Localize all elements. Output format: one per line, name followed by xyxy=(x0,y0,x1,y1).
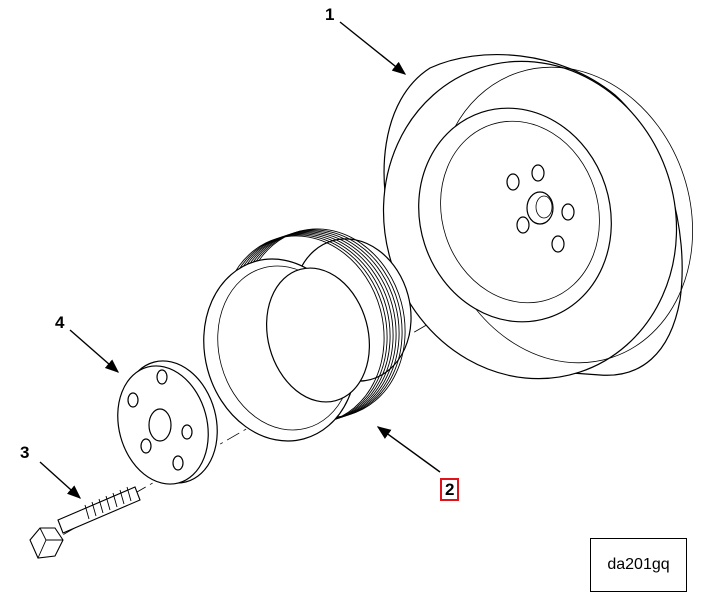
bolt-part xyxy=(29,486,141,559)
washer-part xyxy=(117,360,218,485)
callout-label-1: 1 xyxy=(325,5,335,24)
reference-code-text: da201gq xyxy=(607,556,670,573)
callout-label-4: 4 xyxy=(55,313,65,332)
reference-code-box: da201gq xyxy=(590,538,687,592)
pulley-part xyxy=(203,228,412,442)
callout-label-2: 2 xyxy=(440,478,460,501)
callout-label-3: 3 xyxy=(20,443,30,462)
leader-arrows xyxy=(39,21,441,499)
damper-part xyxy=(382,54,693,380)
